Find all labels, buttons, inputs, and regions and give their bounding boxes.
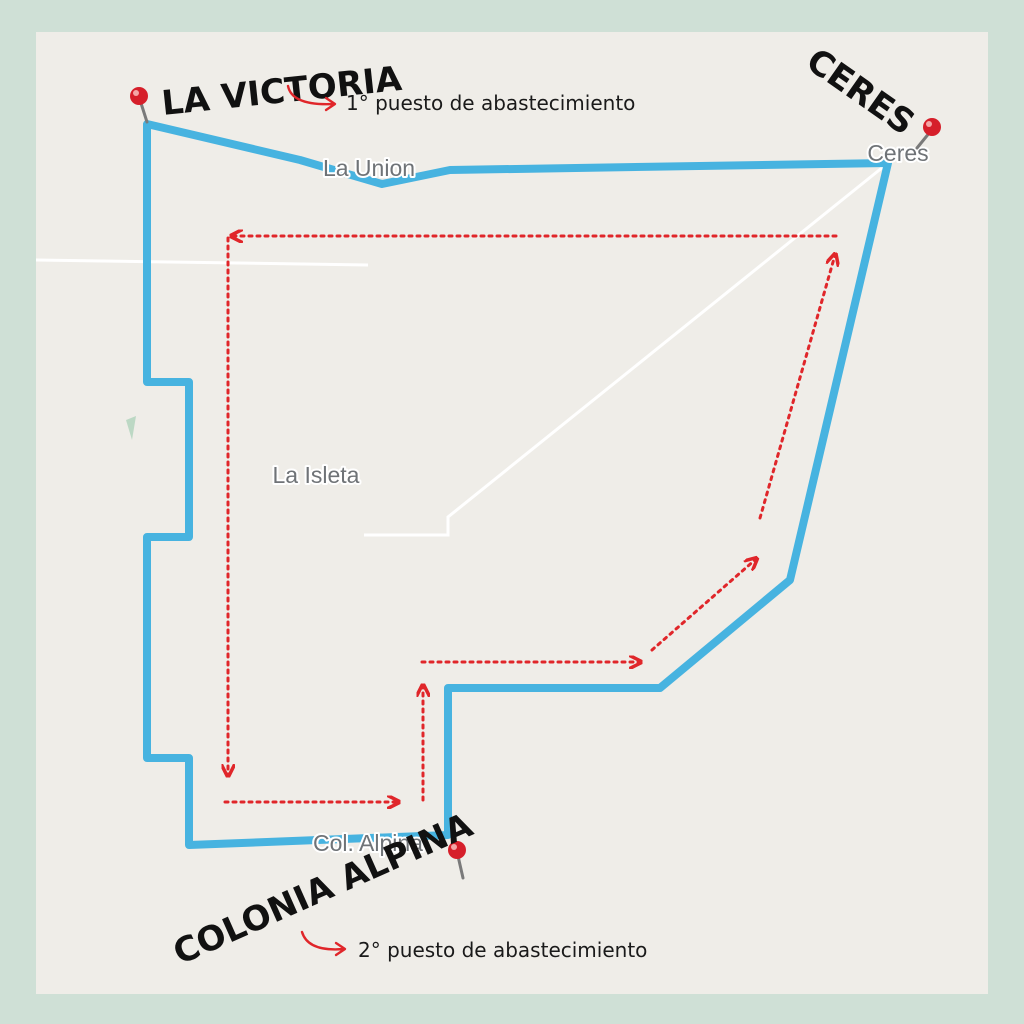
town-title-ceres: CERES	[799, 41, 922, 144]
direction-arrow-north-2	[758, 255, 835, 520]
first-supply-note: 1° puesto de abastecimiento	[346, 91, 635, 115]
map-pin-icon[interactable]	[130, 87, 149, 124]
map-pin-icon[interactable]	[448, 841, 466, 880]
second-supply-note: 2° puesto de abastecimiento	[358, 938, 647, 962]
map-frame: La Union Ceres La Isleta Col. Alpina LA …	[36, 32, 988, 994]
route-map[interactable]: La Union Ceres La Isleta Col. Alpina LA …	[36, 32, 988, 994]
curved-arrow-icon	[300, 930, 347, 957]
minor-roads	[36, 161, 889, 537]
direction-arrows	[225, 236, 836, 802]
race-route	[143, 120, 892, 849]
place-label-la-isleta: La Isleta	[273, 462, 360, 488]
map-pin-icon[interactable]	[915, 118, 941, 150]
direction-arrow-northeast	[650, 559, 756, 652]
place-label-col-alpina: Col. Alpina	[313, 830, 423, 856]
curved-arrow-icon	[286, 84, 337, 112]
place-label-la-union: La Union	[323, 155, 415, 181]
